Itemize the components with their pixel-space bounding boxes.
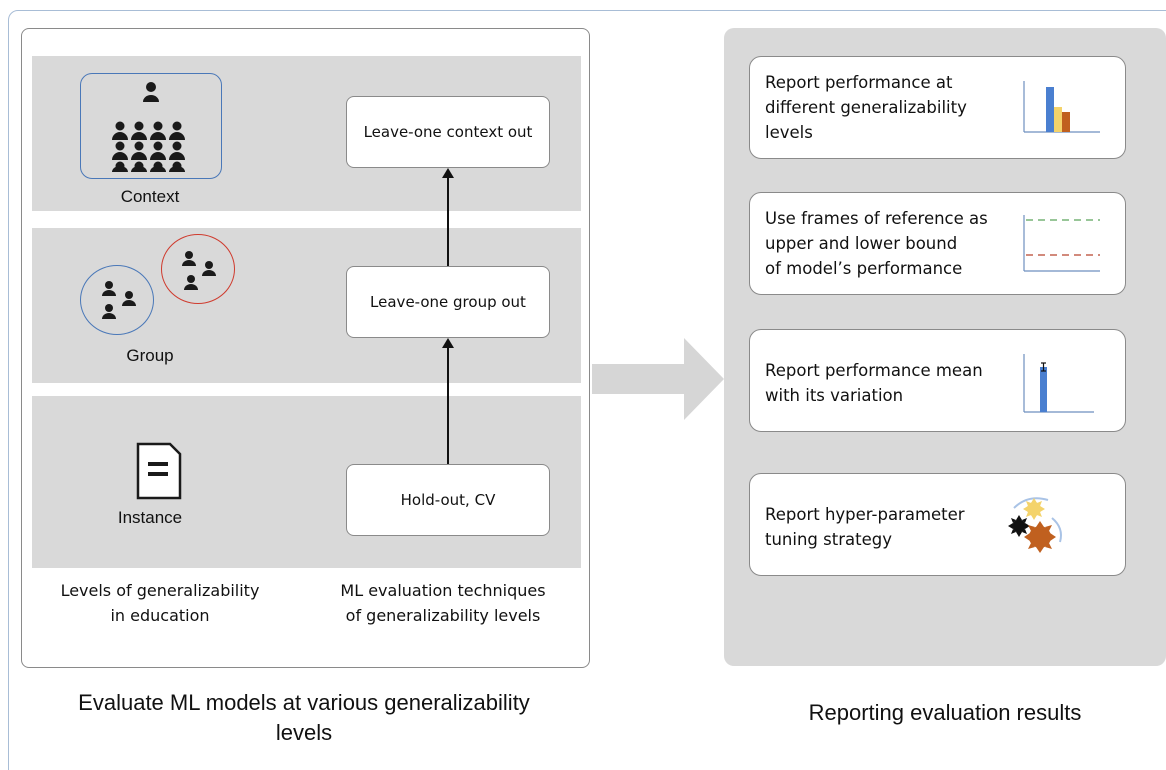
- level-label-context: Context: [120, 187, 180, 206]
- group-ring-red: [161, 234, 235, 304]
- arrow-instance-to-group: [447, 346, 449, 464]
- error-bar-icon: [1023, 354, 1094, 413]
- arrowhead-up-icon: [442, 338, 454, 348]
- report-line: Report hyper-parameter: [765, 505, 965, 524]
- group-red-people-icon: [182, 251, 216, 290]
- left-title: Evaluate ML models at various generaliza…: [30, 688, 578, 748]
- bar-chart-icon: [1023, 81, 1100, 133]
- group-ring-blue: [80, 265, 154, 335]
- report-line: Report performance mean: [765, 361, 983, 380]
- level-label-group: Group: [126, 346, 174, 365]
- arrowhead-up-icon: [442, 168, 454, 178]
- report-line: Use frames of reference as: [765, 209, 988, 228]
- caption-levels: Levels of generalizability in education: [40, 578, 280, 628]
- report-line: tuning strategy: [765, 530, 892, 549]
- arrow-group-to-context: [447, 176, 449, 266]
- technique-box-group: Leave-one group out: [346, 266, 550, 338]
- document-icon: [136, 442, 182, 500]
- technique-box-context: Leave-one context out: [346, 96, 550, 168]
- report-line: upper and lower bound: [765, 234, 958, 253]
- group-blue-people-icon: [102, 281, 136, 319]
- report-card-text: Report hyper-parameter tuning strategy: [765, 502, 1015, 552]
- caption-levels-line2: in education: [110, 606, 210, 625]
- report-card-variation: Report performance mean with its variati…: [749, 329, 1126, 432]
- caption-techniques-line1: ML evaluation techniques: [340, 581, 546, 600]
- caption-techniques: ML evaluation techniques of generalizabi…: [318, 578, 568, 628]
- report-card-tuning: Report hyper-parameter tuning strategy: [749, 473, 1126, 576]
- report-card-reference: Use frames of reference as upper and low…: [749, 192, 1126, 295]
- gears-icon: [1008, 497, 1062, 553]
- big-arrow-right-icon: [592, 338, 724, 420]
- report-card-text: Report performance mean with its variati…: [765, 358, 1015, 408]
- left-title-line2: levels: [275, 720, 333, 745]
- report-line: levels: [765, 123, 813, 142]
- report-card-text: Report performance at different generali…: [765, 70, 1015, 145]
- report-line: Report performance at: [765, 73, 953, 92]
- context-frame: [80, 73, 222, 179]
- caption-techniques-line2: of generalizability levels: [345, 606, 541, 625]
- level-label-instance: Instance: [117, 508, 183, 527]
- report-line: different generalizability: [765, 98, 967, 117]
- left-title-line1: Evaluate ML models at various generaliza…: [78, 690, 530, 715]
- reference-lines-icon: [1023, 215, 1100, 272]
- caption-levels-line1: Levels of generalizability: [60, 581, 260, 600]
- report-line: with its variation: [765, 386, 904, 405]
- right-title: Reporting evaluation results: [808, 700, 1082, 725]
- classroom-icon: [112, 82, 185, 172]
- technique-box-instance: Hold-out, CV: [346, 464, 550, 536]
- report-line: of model’s performance: [765, 259, 963, 278]
- report-card-text: Use frames of reference as upper and low…: [765, 206, 1015, 281]
- report-card-levels: Report performance at different generali…: [749, 56, 1126, 159]
